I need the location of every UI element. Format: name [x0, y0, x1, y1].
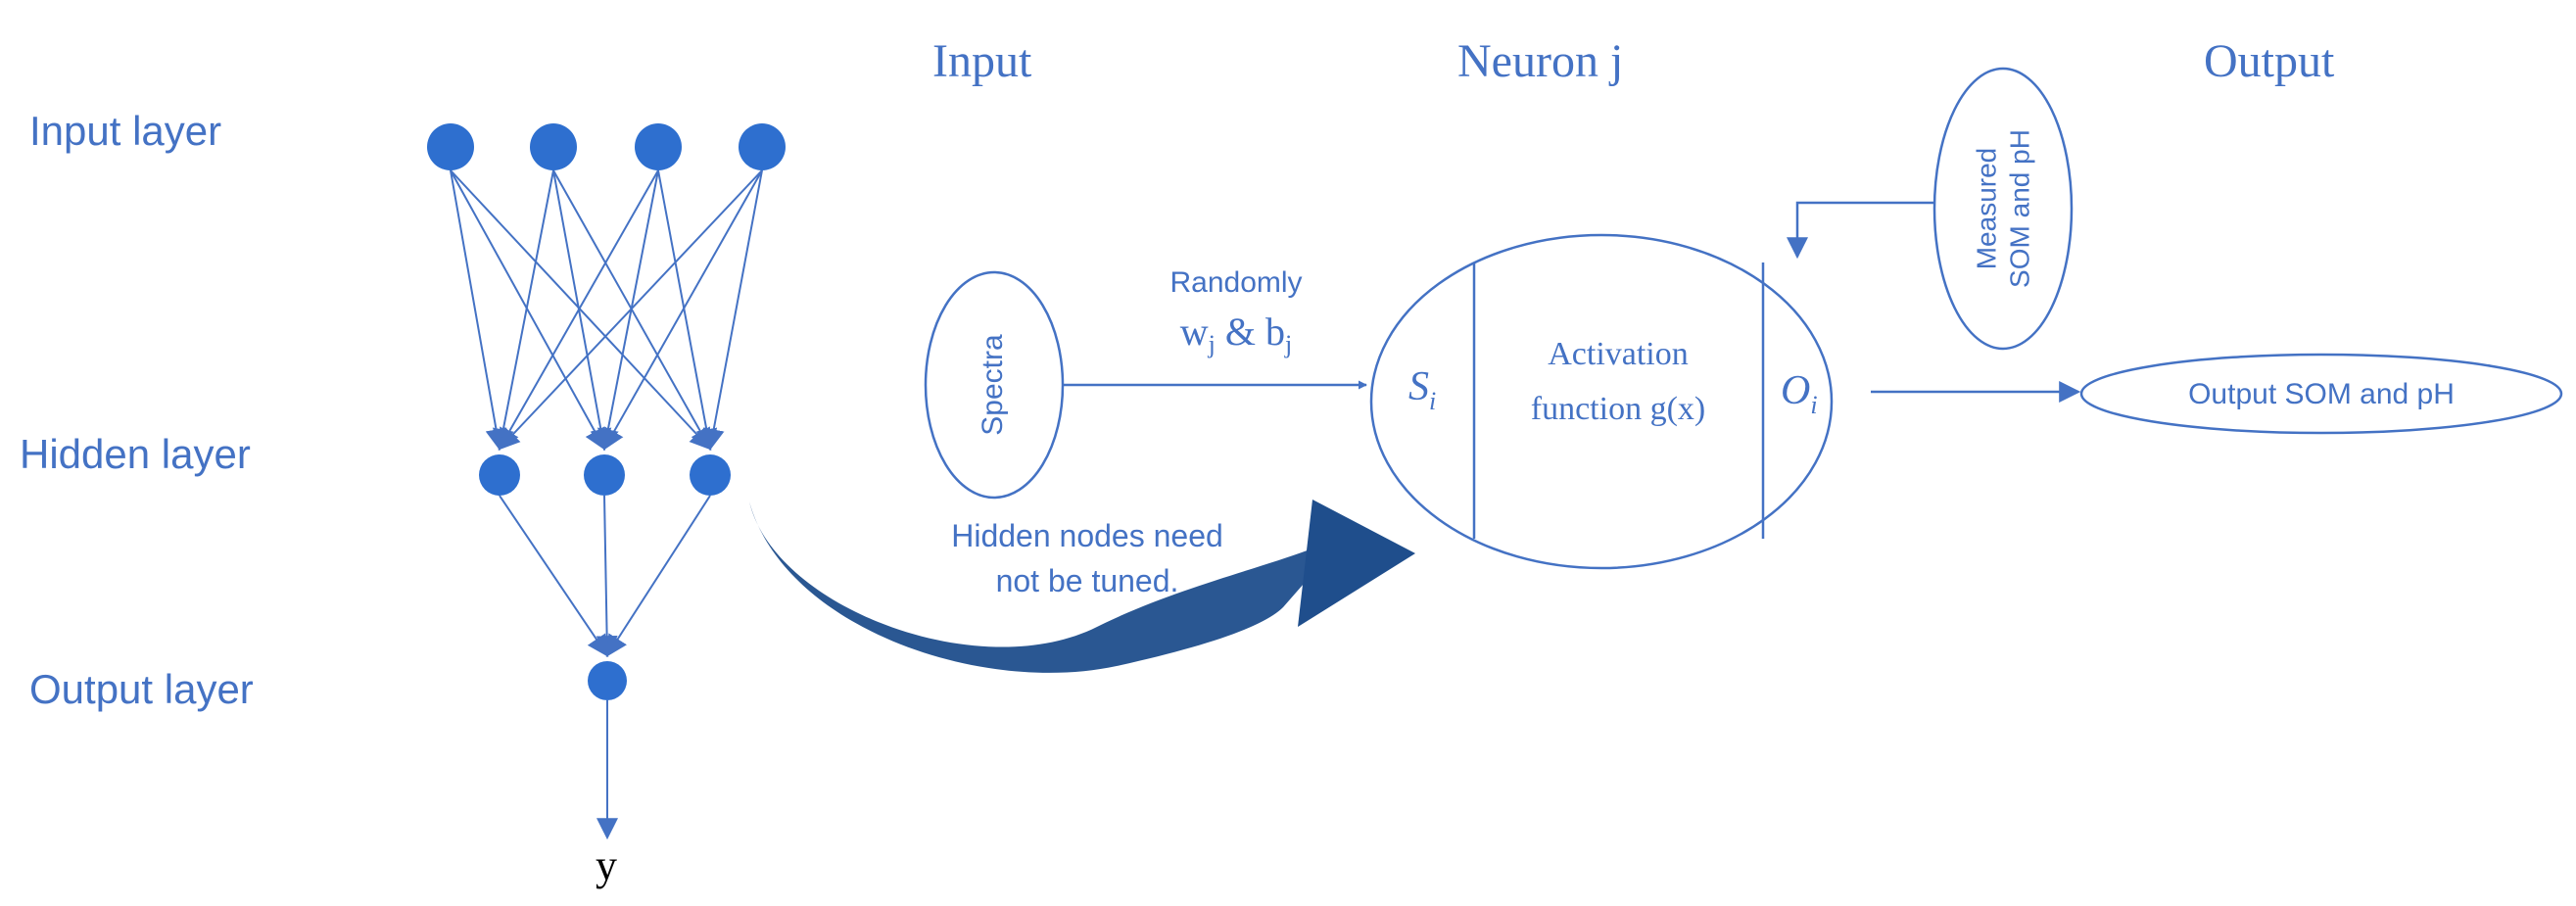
output-section-title: Output [2204, 35, 2335, 87]
input-node-3 [635, 123, 682, 170]
hidden-layer-label: Hidden layer [20, 431, 251, 477]
output-symbol-y: y [596, 841, 617, 889]
curved-arrow [749, 501, 1352, 673]
spectra-label: Spectra [977, 334, 1009, 436]
input-node-1 [427, 123, 474, 170]
edge-input-4-hidden-3 [702, 169, 763, 452]
output-layer-label: Output layer [29, 666, 254, 712]
edge-hidden-1-output-1 [499, 495, 609, 657]
input-layer-label: Input layer [29, 108, 221, 154]
network-connections [450, 169, 763, 840]
input-node-4 [739, 123, 786, 170]
hidden-node-1 [479, 454, 520, 496]
network-nodes [427, 123, 786, 700]
output-node-label: Output SOM and pH [2188, 378, 2455, 410]
curved-arrow-head [1298, 500, 1415, 627]
activation-line2: function g(x) [1531, 391, 1705, 427]
edge-input-3-hidden-1 [498, 169, 659, 451]
edge-input-4-hidden-1 [498, 169, 763, 451]
edge-input-4-hidden-2 [602, 169, 763, 451]
measured-feedback-arrow [1787, 201, 1934, 260]
edge-hidden-2-output-1 [596, 495, 618, 658]
measured-node [1932, 67, 2074, 351]
neuron-section-title: Neuron j [1457, 35, 1623, 87]
measured-line2: SOM and pH [2004, 129, 2034, 288]
edge-hidden-3-output-1 [605, 495, 711, 657]
weights-bias-label: wj & bj [1180, 310, 1292, 358]
activation-line1: Activation [1548, 336, 1689, 372]
hidden-note-line1: Hidden nodes need [951, 518, 1223, 553]
measured-line1: Measured [1971, 148, 2001, 270]
input-section-title: Input [932, 35, 1032, 87]
edge-input-1-hidden-1 [450, 169, 507, 452]
output-node [2079, 353, 2563, 435]
hidden-node-3 [690, 454, 731, 496]
si-label: Si [1408, 364, 1436, 415]
edge-input-1-hidden-3 [450, 169, 712, 451]
hidden-node-2 [584, 454, 625, 496]
oi-label: Oi [1781, 368, 1818, 419]
randomly-label: Randomly [1169, 266, 1302, 299]
edge-input-2-hidden-1 [492, 169, 554, 452]
input-node-2 [530, 123, 577, 170]
hidden-note-line2: not be tuned. [996, 563, 1179, 598]
neuron-j [1369, 233, 1834, 570]
output-node-1 [588, 661, 627, 700]
